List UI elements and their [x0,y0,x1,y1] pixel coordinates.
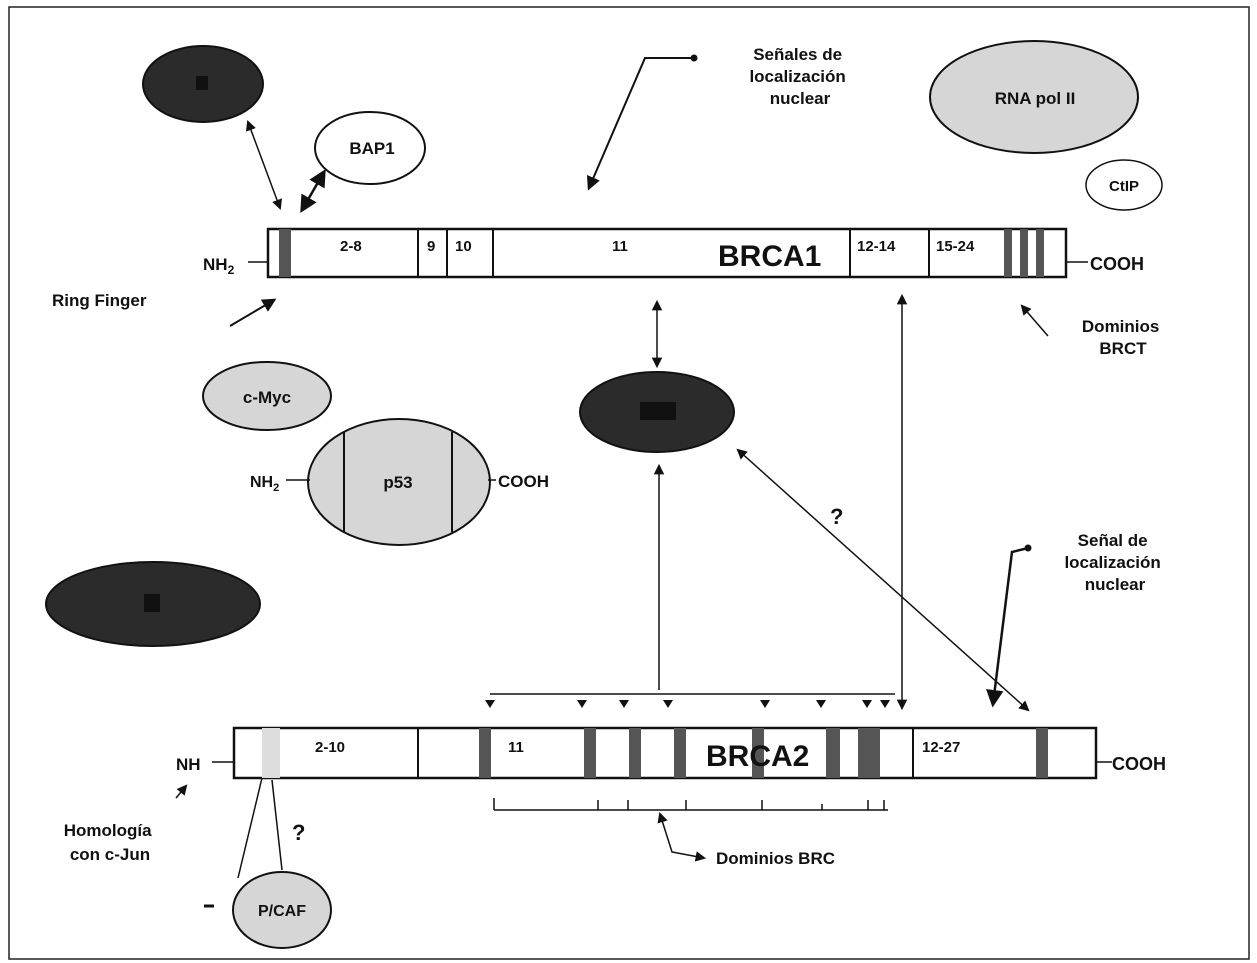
ring-finger-band [279,229,291,277]
rna-pol-ii-oval [929,40,1139,154]
pcaf-oval [232,871,332,949]
brca1-nterm-label: NH2 [203,255,235,277]
brca2-exon-label: 11 [508,739,524,756]
brca2-bar [232,726,1098,780]
brca2-upper-bracket [485,693,895,708]
brct-band-1 [1004,229,1012,277]
p53-protein: p53 NH2 COOH [250,418,549,546]
brc-band [826,728,840,778]
arrow-nls-brca2 [986,546,1029,708]
ctip-oval [1085,159,1163,211]
brc-band [629,728,641,778]
p53-cterm-label: COOH [498,472,549,491]
nls-brca1-label: Señales de localización nuclear [749,45,850,108]
brca1-protein: 2-8 9 10 11 12-14 15-24 BRCA1 NH2 COOH [203,227,1144,279]
brca1-bar [266,227,1068,279]
brca2-name: BRCA2 [706,740,809,773]
pcaf-label: P/CAF [258,903,306,920]
ring-finger-label: Ring Finger [52,291,147,310]
arrow-center-to-brca2-nls [736,448,1030,712]
question-mark-center: ? [830,504,843,529]
brca2-protein: 2-10 11 12-27 BRCA2 NH COOH [176,726,1166,780]
brca2-band [1036,728,1048,778]
brca1-exon-label: 11 [612,238,628,255]
brca1-exon-label: 10 [455,238,472,255]
brc-band [479,728,491,778]
brc-domains-label: Dominios BRC [716,849,835,868]
brc-band [858,728,880,778]
cmyc-oval [202,361,332,431]
question-mark-pcaf: ? [292,820,305,845]
brc-band [674,728,686,778]
brct-band-2 [1020,229,1028,277]
arrow-brct [1020,304,1049,337]
brca1-exon-label: 15-24 [936,238,975,255]
brca1-exon-label: 2-8 [340,238,362,255]
arrow-bap1-to-ring [300,168,326,214]
p53-label: p53 [383,473,412,492]
brc-band [752,728,764,778]
line-pcaf-2 [271,779,283,871]
brc-domains-bracket [493,798,888,862]
cjun-homology-label: Homología con c-Jun [64,821,157,864]
brca2-nterm-label: NH [176,755,201,774]
brc-band [584,728,596,778]
p53-oval [307,418,491,546]
brca1-exon-label: 9 [427,238,435,255]
brca2-cterm-label: COOH [1112,754,1166,774]
brca1-cterm-label: COOH [1090,254,1144,274]
rna-pol-ii-label: RNA pol II [995,89,1076,108]
arrow-nls-brca1 [587,57,694,191]
nls-brca2-label: Señal de localización nuclear [1064,531,1165,594]
brca1-name: BRCA1 [718,240,821,273]
p53-nterm-label: NH2 [250,474,279,494]
brct-label: Dominios BRCT [1082,317,1164,358]
ctip-label: CtIP [1109,178,1139,195]
brca2-exon-label: 12-27 [922,739,960,756]
arrow-cjun [175,784,188,799]
brca2-exon-label: 2-10 [315,739,345,756]
arrow-ring-finger [229,298,277,327]
bap1-label: BAP1 [349,139,394,158]
figure-frame [8,6,1250,960]
line-pcaf-1 [237,777,263,879]
brca1-exon-label: 12-14 [857,238,896,255]
bap1-oval [314,111,426,185]
cjun-homology-region [262,728,280,778]
brct-band-3 [1036,229,1044,277]
cmyc-label: c-Myc [243,388,291,407]
arrow-dark-to-ring [246,120,282,210]
